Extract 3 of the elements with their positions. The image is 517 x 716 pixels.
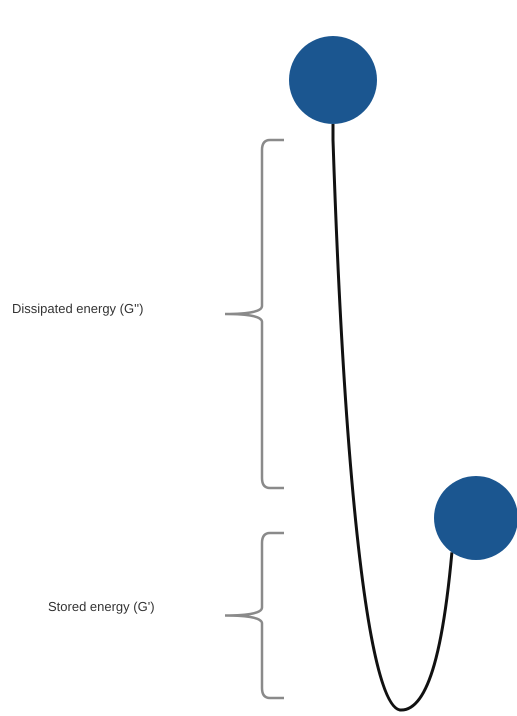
curve-line bbox=[332, 124, 454, 712]
bracket-label: Dissipated energy (G'') bbox=[12, 300, 144, 318]
bracket-label: Stored energy (G') bbox=[48, 598, 155, 616]
